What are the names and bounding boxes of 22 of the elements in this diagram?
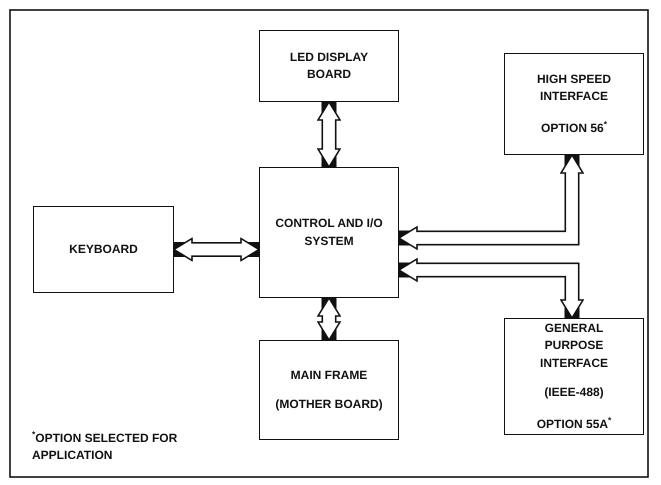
- footnote: $^{*}$OPTION SELECTED FOR APPLICATION: [32, 428, 178, 464]
- block-label: CONTROL AND I/O SYSTEM: [274, 215, 384, 250]
- block-label: HIGH SPEED INTERFACE: [536, 70, 612, 106]
- double-arrow: [173, 238, 260, 262]
- double-arrow: [398, 154, 584, 250]
- block-label: OPTION 56$^{*}$: [541, 118, 607, 137]
- double-arrow: [317, 101, 341, 168]
- double-arrow: [398, 258, 584, 319]
- block-label: (MOTHER BOARD): [275, 396, 383, 413]
- block-box: [504, 318, 644, 435]
- block-box: [259, 167, 399, 298]
- block-label: LED DISPLAY BOARD: [289, 48, 369, 83]
- block-label: KEYBOARD: [69, 240, 138, 258]
- block-label: GENERAL PURPOSE INTERFACE: [538, 320, 609, 372]
- block-box: [504, 53, 644, 155]
- block-box: [259, 340, 399, 440]
- block-box: [33, 206, 174, 293]
- block-label: OPTION 55A$^{*}$: [536, 414, 612, 433]
- block-label: (IEEE-488): [544, 384, 604, 402]
- block-label: MAIN FRAME: [290, 366, 368, 384]
- double-arrow: [317, 297, 341, 341]
- block-box: [259, 30, 399, 102]
